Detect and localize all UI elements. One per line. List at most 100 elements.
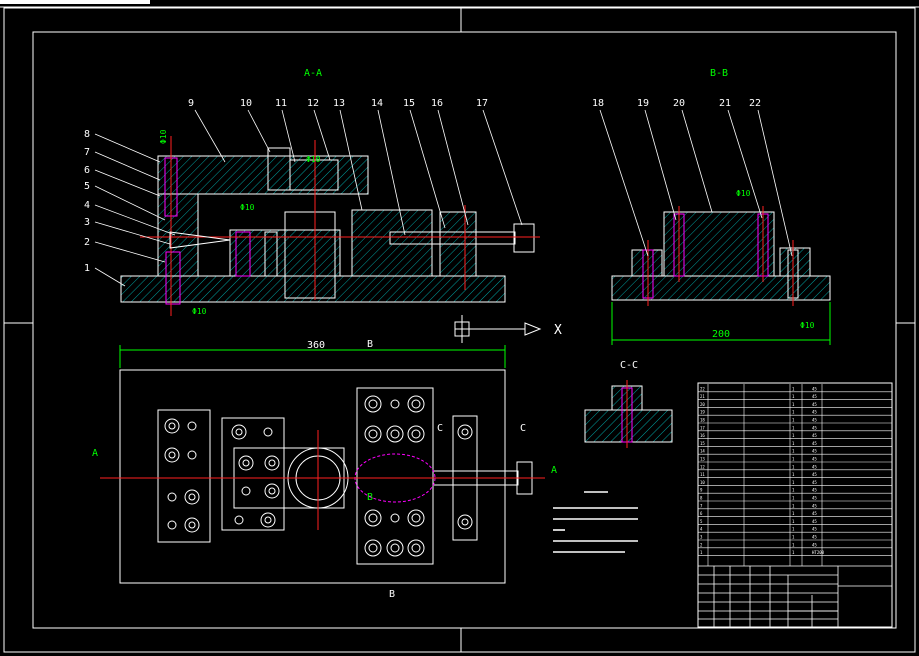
dimension-200-label: 200 — [712, 329, 730, 340]
bom-cell: 45 — [812, 519, 817, 524]
leaders-bb — [599, 109, 793, 257]
center-bush-aa — [284, 211, 336, 299]
nut-aa — [289, 159, 339, 191]
bom-cell: 1 — [792, 519, 795, 524]
bom-cell: 21 — [700, 394, 705, 399]
bom-cell: 18 — [700, 418, 705, 423]
knob-aa — [513, 223, 535, 253]
dimension-dia-d: Φ10 — [306, 155, 321, 164]
bom-cell: 1 — [792, 457, 795, 462]
bom-cell: 16 — [700, 433, 705, 438]
dimension-200: 200 Φ10 Φ10 — [611, 189, 831, 345]
bom-cell: 45 — [812, 472, 817, 477]
part-number-6: 6 — [84, 165, 90, 176]
part-number-21: 21 — [719, 98, 731, 109]
bom-cell: 45 — [812, 410, 817, 415]
bom-cell: 1 — [792, 472, 795, 477]
part-number-4: 4 — [84, 200, 90, 211]
bom-cell: 45 — [812, 449, 817, 454]
part-number-20: 20 — [673, 98, 685, 109]
bom-cell: 1 — [792, 394, 795, 399]
bom-cell: 8 — [700, 496, 703, 501]
part-number-10: 10 — [240, 98, 252, 109]
bom-cell: 45 — [812, 425, 817, 430]
inner-frame — [32, 31, 897, 629]
part-number-14: 14 — [371, 98, 383, 109]
axis-label: X — [554, 323, 562, 338]
bom-cell: 22 — [700, 386, 705, 391]
bom-cell: 45 — [812, 488, 817, 493]
bom-cell: 14 — [700, 449, 705, 454]
part-number-19: 19 — [637, 98, 649, 109]
plan-mid-block — [221, 417, 285, 531]
plan-label-c-right: C — [520, 423, 526, 434]
bom-cell: 45 — [812, 542, 817, 547]
plan-label-b-top: B — [367, 339, 373, 350]
bolt-right-aa — [264, 231, 278, 277]
view-title-cc: C-C — [620, 360, 638, 371]
plan-label-a-right: A — [551, 465, 557, 476]
dimension-dia-c: Φ10 — [192, 307, 207, 316]
bom-cell: 13 — [700, 457, 705, 462]
technical-notes — [553, 491, 638, 553]
bom-cell: 4 — [700, 527, 703, 532]
part-numbers-bb: 18 19 20 21 22 — [592, 98, 761, 109]
part-number-17: 17 — [476, 98, 488, 109]
bom-cell: 45 — [812, 457, 817, 462]
bom-cell: 1 — [792, 550, 795, 555]
part-number-12: 12 — [307, 98, 319, 109]
bom-cell: 1 — [792, 386, 795, 391]
bom-cell: 1 — [792, 496, 795, 501]
bom-cell: HT200 — [812, 550, 825, 555]
part-number-11: 11 — [275, 98, 287, 109]
dimension-360-label: 360 — [307, 340, 325, 351]
bom-cell: 1 — [792, 418, 795, 423]
bom-cell: 1 — [700, 550, 703, 555]
bom-cell: 20 — [700, 402, 705, 407]
axis-symbol: X — [454, 315, 562, 343]
centering-marks — [4, 8, 915, 652]
bom-cell: 1 — [792, 488, 795, 493]
bom-cell: 17 — [700, 425, 705, 430]
bom-cell: 45 — [812, 503, 817, 508]
bom-cell: 45 — [812, 527, 817, 532]
plan-bolts — [164, 395, 473, 557]
bom-cell: 1 — [792, 410, 795, 415]
bom-cell: 1 — [792, 503, 795, 508]
plan-base-outline — [119, 369, 506, 584]
bom-cell: 45 — [812, 535, 817, 540]
plan-label-b-bottom: B — [389, 589, 395, 600]
bom-cell: 45 — [812, 441, 817, 446]
section-aa-view — [120, 136, 540, 316]
part-number-18: 18 — [592, 98, 604, 109]
title-strip — [0, 0, 150, 4]
bom-cell: 45 — [812, 402, 817, 407]
bom-cell: 45 — [812, 511, 817, 516]
upper-clamp-aa — [157, 155, 369, 195]
dimension-dia-a: Φ10 — [159, 129, 168, 144]
view-title-aa: A-A — [304, 68, 322, 79]
bom-cell: 45 — [812, 464, 817, 469]
dimensions-aa: Φ10 Φ10 Φ10 Φ10 — [159, 129, 321, 316]
plan-left-block — [157, 409, 211, 543]
part-number-16: 16 — [431, 98, 443, 109]
bom-cell: 19 — [700, 410, 705, 415]
dimension-dia-e: Φ10 — [800, 321, 815, 330]
bolt-base-aa — [165, 251, 181, 305]
plan-label-a-left: A — [92, 448, 98, 459]
part-number-3: 3 — [84, 217, 90, 228]
view-title-bb: B-B — [710, 68, 728, 79]
bom-cell: 3 — [700, 535, 703, 540]
bom-cell: 1 — [792, 527, 795, 532]
plan-view — [100, 369, 545, 584]
bom-cell: 15 — [700, 441, 705, 446]
dimension-dia-f: Φ10 — [736, 189, 751, 198]
bom-cell: 45 — [812, 480, 817, 485]
outer-frame — [3, 7, 916, 653]
part-number-13: 13 — [333, 98, 345, 109]
bom-cell: 1 — [792, 535, 795, 540]
bom-cell: 1 — [792, 464, 795, 469]
